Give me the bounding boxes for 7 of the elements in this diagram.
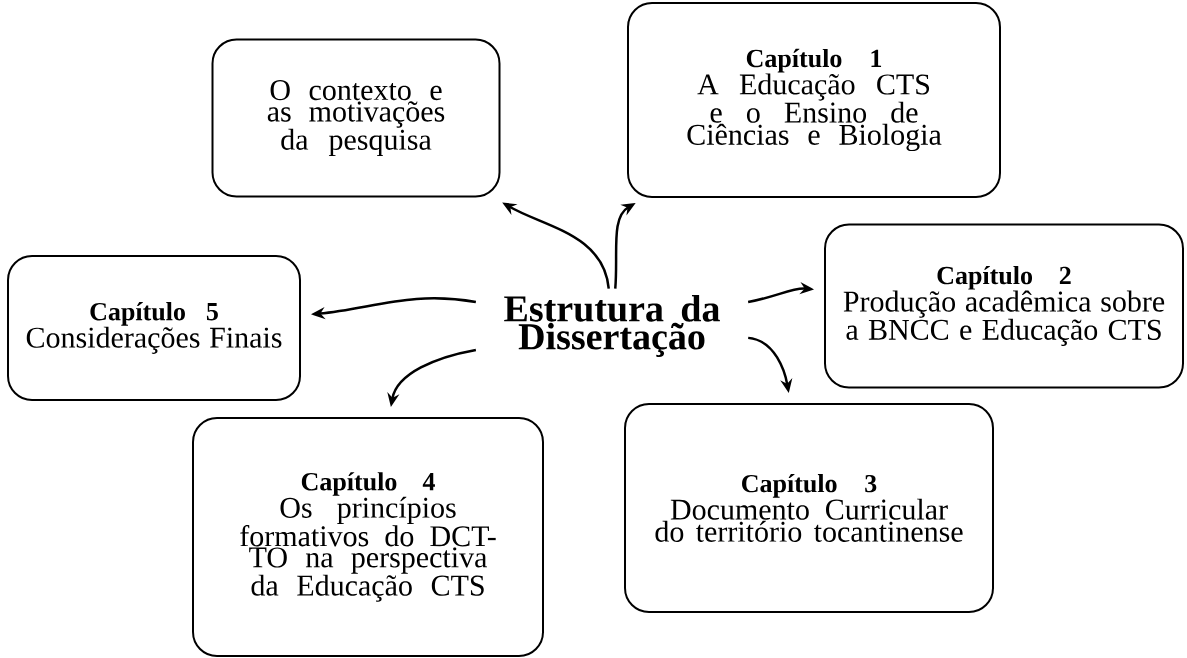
title-text: Estrutura da Dissertação — [504, 294, 720, 358]
chapter-box: Capítulo 1 A Educação CTS e o Ensino de Ciências e Biologia — [627, 2, 1001, 198]
chapter-box: Capítulo 5 Considerações Finais — [7, 255, 301, 401]
chapter-box: Capítulo 2 Produção acadêmica sobre a BNCC e Educação CTS — [824, 223, 1184, 389]
chapter-box: Capítulo 3 Documento Curricular do território tocantinense — [624, 403, 994, 613]
chapter-box: O contexto e as motivações da pesquisa — [211, 38, 501, 198]
chapter-box: Capítulo 4 Os princípios formativos do DCT-TO na perspectiva da Educação CTS — [192, 417, 544, 657]
